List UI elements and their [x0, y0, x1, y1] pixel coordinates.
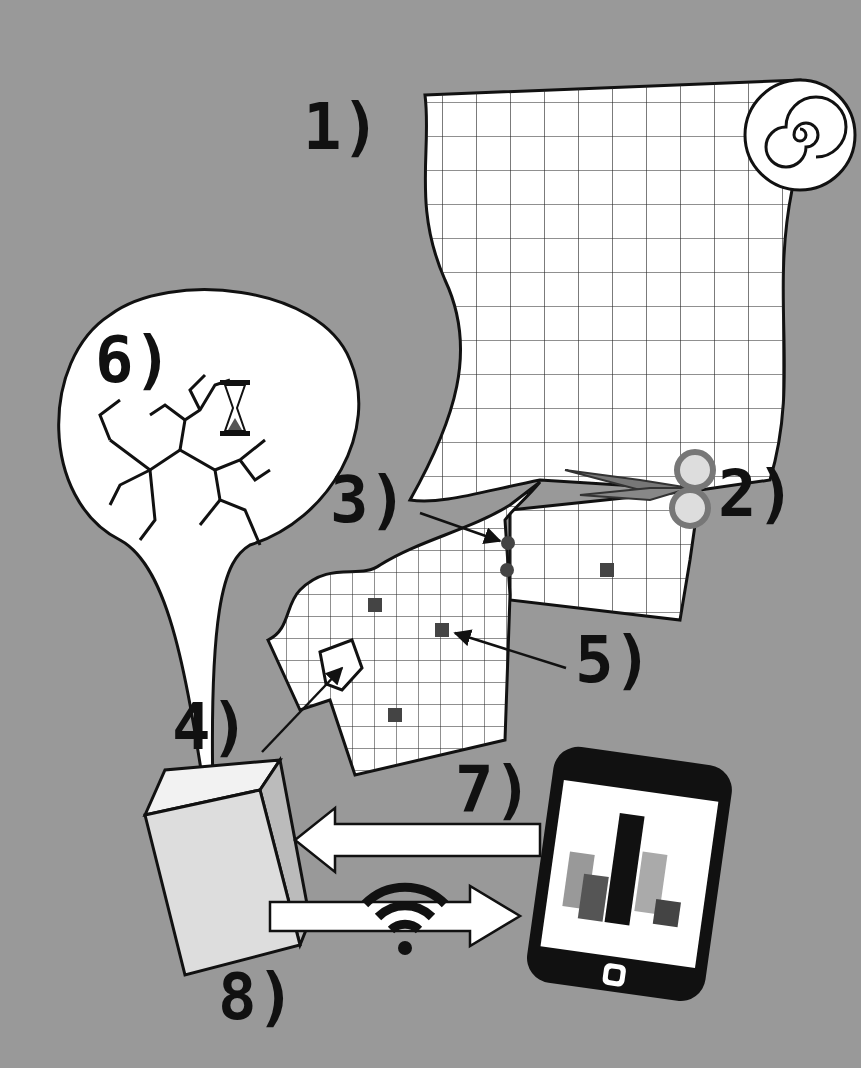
callout-number: 7) [455, 758, 532, 822]
callout-number: 2) [718, 462, 795, 526]
leader-arrows [262, 513, 566, 752]
wifi-symbol [365, 887, 445, 955]
callout-number: 8) [218, 965, 295, 1029]
smartphone [524, 744, 735, 1005]
callout-number: 6) [95, 328, 172, 392]
device-box [145, 760, 310, 975]
scissors [565, 452, 713, 526]
speech-bubble [59, 290, 359, 860]
data-arrows [270, 808, 540, 946]
paper-scroll [410, 80, 855, 501]
hourglass-icon [220, 380, 250, 436]
callout-number: 1) [303, 95, 380, 159]
callout-number: 4) [172, 695, 249, 759]
callout-number: 3) [330, 468, 407, 532]
callout-number: 5) [575, 628, 652, 692]
